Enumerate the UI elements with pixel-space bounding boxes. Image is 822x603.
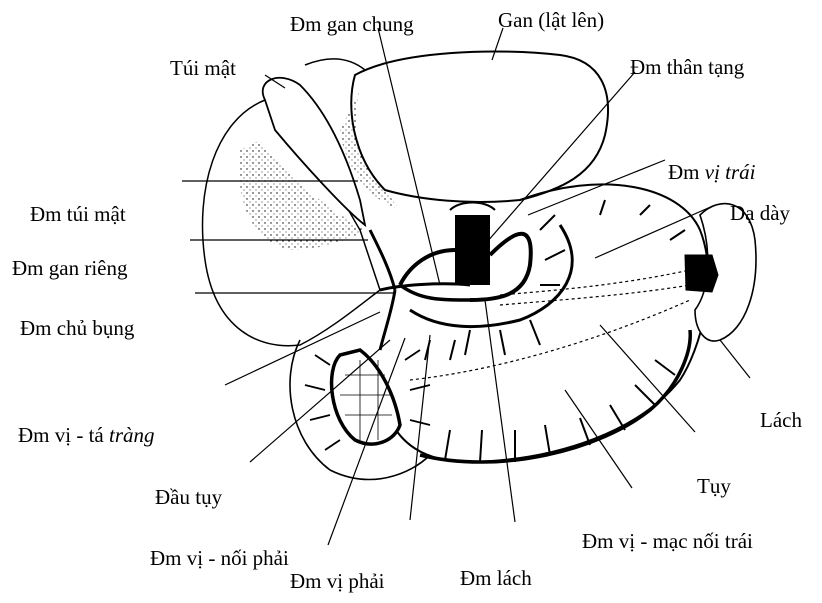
splenic-dotted-2 [500, 285, 690, 305]
proper-hepatic [370, 230, 395, 290]
label-lach: Lách [760, 410, 802, 431]
label-dm-tui-mat: Đm túi mật [30, 204, 126, 225]
label-dm-gan-chung: Đm gan chung [290, 14, 414, 35]
pancreas-dotted [410, 300, 690, 380]
stomach-lower-curve [420, 330, 690, 462]
label-dm-vi-noi-phai: Đm vị - nối phải [150, 548, 289, 569]
label-tui-mat: Túi mật [170, 58, 236, 79]
label-dm-gan-rieng: Đm gan riêng [12, 258, 127, 279]
label-dm-lach: Đm lách [460, 568, 532, 589]
label-da-day: Dạ dày [730, 203, 790, 224]
label-gan-lat-len: Gan (lật lên) [498, 10, 604, 31]
artery-loop [400, 285, 470, 300]
lesser-curvature-artery [410, 225, 572, 327]
liver-back [305, 59, 365, 70]
label-dm-than-tang: Đm thân tạng [630, 57, 744, 78]
aorta-top [450, 203, 495, 211]
pancreas-head [332, 350, 400, 444]
aorta-shape [455, 215, 490, 285]
label-dm-chu-bung: Đm chủ bụng [20, 318, 134, 339]
artery-arc-left [400, 250, 455, 285]
label-dm-vi-ta-trang: Đm vị - tá tràng [18, 425, 155, 446]
label-tuy: Tụy [697, 476, 731, 497]
gastroduodenal [380, 290, 395, 350]
spleen-hilum [685, 255, 718, 292]
label-dau-tuy: Đầu tụy [155, 487, 222, 508]
label-dm-vi-trai: Đm vị trái [668, 162, 756, 183]
liver-shape [351, 52, 608, 202]
label-dm-vi-mac-noi-trai: Đm vị - mạc nối trái [582, 531, 753, 552]
label-dm-vi-phai: Đm vị phải [290, 571, 385, 592]
